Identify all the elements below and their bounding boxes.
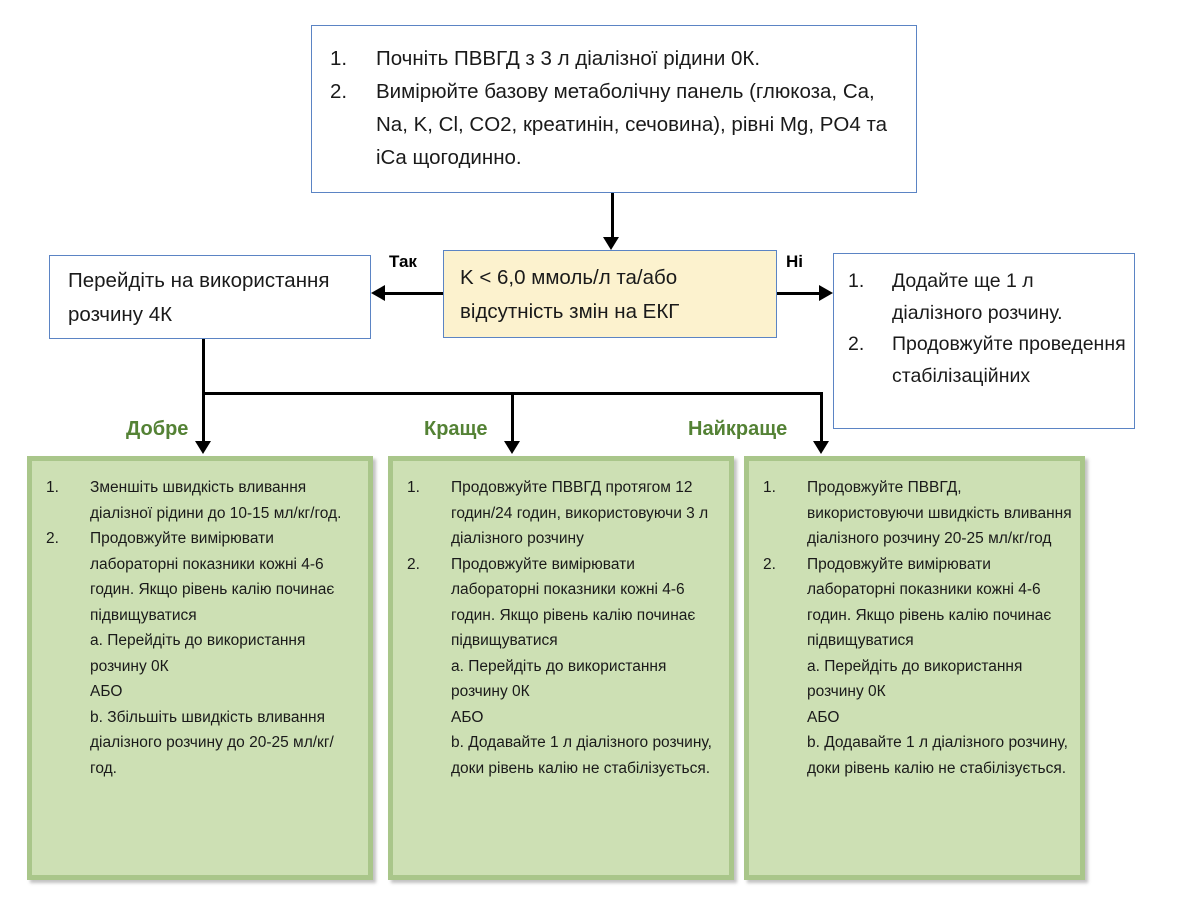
branch-label-good: Добре <box>126 418 189 440</box>
list-item-text: Продовжуйте ПВВГД протягом 12 годин/24 г… <box>451 479 709 547</box>
edge-label-yes: Так <box>389 252 417 271</box>
arrow-head-down <box>504 441 520 454</box>
list-item: 1. Продовжуйте ПВВГД протягом 12 годин/2… <box>407 475 721 552</box>
connector-branch-stem <box>202 339 205 394</box>
step-box-initial: 1. Почніть ПВВГД з 3 л діалізної рідини … <box>311 25 917 193</box>
list-item-number: 1. <box>848 270 865 292</box>
sub-item-b: b. Додавайте 1 л діалізного розчину, док… <box>807 734 1068 777</box>
ordered-list: 1. Продовжуйте ПВВГД, використовуючи шви… <box>749 461 1080 781</box>
ordered-list: 1. Зменшіть швидкість вливання діалізної… <box>32 461 368 781</box>
connector-decision-to-left <box>385 292 443 295</box>
sub-item-or: АБО <box>807 708 840 726</box>
decision-box-potassium: K < 6,0 ммоль/л та/або відсутність змін … <box>443 250 777 338</box>
branch-label-better: Краще <box>424 418 488 440</box>
sub-item-or: АБО <box>451 708 484 726</box>
sub-item-b: b. Додавайте 1 л діалізного розчину, док… <box>451 734 712 777</box>
ordered-list: 1. Додайте ще 1 л діалізного розчину. 2.… <box>834 254 1134 392</box>
list-item-text: Продовжуйте вимірювати лабораторні показ… <box>451 555 696 650</box>
list-item-text: Продовжуйте вимірювати лабораторні показ… <box>90 530 335 624</box>
list-item-text: Продовжуйте проведення стабілізаційних <box>892 333 1126 387</box>
connector-drop-best <box>820 392 823 443</box>
outcome-box-better: 1. Продовжуйте ПВВГД протягом 12 годин/2… <box>388 456 734 880</box>
action-box-add-dialysate: 1. Додайте ще 1 л діалізного розчину. 2.… <box>833 253 1135 429</box>
list-item: 1. Додайте ще 1 л діалізного розчину. <box>848 266 1126 329</box>
outcome-box-good: 1. Зменшіть швидкість вливання діалізної… <box>27 456 373 880</box>
list-item: 2. Вимірюйте базову метаболічну панель (… <box>330 75 906 174</box>
list-item-number: 2. <box>330 80 348 103</box>
arrow-head-down <box>813 441 829 454</box>
arrow-head-right <box>819 285 833 301</box>
list-item: 2. Продовжуйте проведення стабілізаційни… <box>848 329 1126 392</box>
decision-text: K < 6,0 ммоль/л та/або відсутність змін … <box>460 266 680 323</box>
list-item: 1. Продовжуйте ПВВГД, використовуючи шви… <box>763 475 1072 552</box>
ordered-list: 1. Почніть ПВВГД з 3 л діалізної рідини … <box>312 26 916 174</box>
list-item: 2. Продовжуйте вимірювати лабораторні по… <box>407 552 721 654</box>
connector-drop-better <box>511 392 514 443</box>
list-item-text: Вимірюйте базову метаболічну панель (глю… <box>376 80 887 169</box>
list-item-number: 2. <box>407 555 420 573</box>
sub-item-a: a. Перейдіть до використання розчину 0К <box>807 657 1023 701</box>
action-box-switch-to-4k: Перейдіть на використання розчину 4К <box>49 255 371 339</box>
outcome-box-best: 1. Продовжуйте ПВВГД, використовуючи шви… <box>744 456 1085 880</box>
list-item-text: Продовжуйте ПВВГД, використовуючи швидкі… <box>807 479 1072 547</box>
list-item: 2. Продовжуйте вимірювати лабораторні по… <box>46 526 360 628</box>
arrow-head-down <box>195 441 211 454</box>
list-item-number: 2. <box>848 333 865 355</box>
ordered-list: 1. Продовжуйте ПВВГД протягом 12 годин/2… <box>393 461 729 781</box>
list-item-number: 1. <box>763 479 776 496</box>
connector-decision-to-right <box>777 292 820 295</box>
list-item-number: 1. <box>46 479 59 496</box>
list-item-number: 1. <box>330 47 348 70</box>
edge-label-no: Ні <box>786 252 803 271</box>
list-item-number: 1. <box>407 479 420 496</box>
arrow-head-down <box>603 237 619 250</box>
list-item-number: 2. <box>46 530 59 547</box>
list-item-text: Додайте ще 1 л діалізного розчину. <box>892 270 1063 324</box>
arrow-head-left <box>371 285 385 301</box>
list-item-text: Почніть ПВВГД з 3 л діалізної рідини 0К. <box>376 47 761 70</box>
left-box-text: Перейдіть на використання розчину 4К <box>68 269 330 326</box>
list-item: 1. Зменшіть швидкість вливання діалізної… <box>46 475 360 526</box>
sub-item-b: b. Збільшіть швидкість вливання діалізно… <box>90 708 334 777</box>
list-item: 1. Почніть ПВВГД з 3 л діалізної рідини … <box>330 42 906 75</box>
connector-top-to-decision <box>611 193 614 239</box>
list-item-number: 2. <box>763 555 776 573</box>
list-item-text: Продовжуйте вимірювати лабораторні показ… <box>807 555 1052 650</box>
sub-item-a: a. Перейдіть до використання розчину 0К <box>90 632 306 675</box>
sub-item-or: АБО <box>90 683 123 700</box>
sub-item-a: a. Перейдіть до використання розчину 0К <box>451 657 667 701</box>
list-item: 2. Продовжуйте вимірювати лабораторні по… <box>763 552 1072 654</box>
connector-drop-good <box>202 392 205 443</box>
branch-label-best: Найкраще <box>688 418 788 440</box>
list-item-text: Зменшіть швидкість вливання діалізної рі… <box>90 479 342 522</box>
